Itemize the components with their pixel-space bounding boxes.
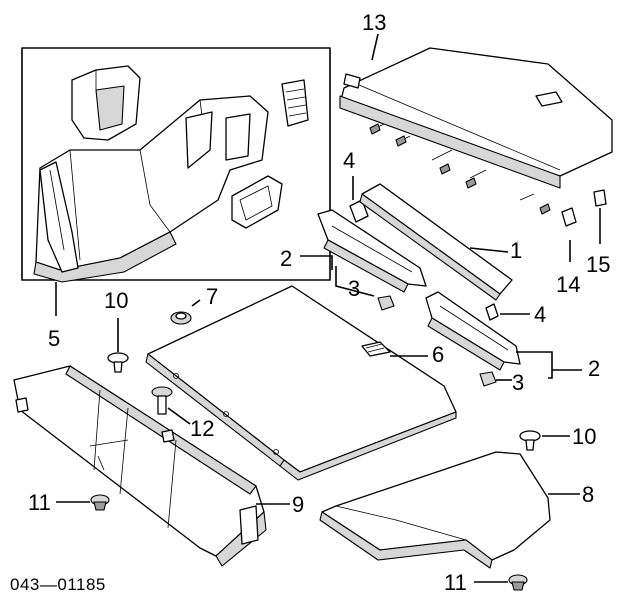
callout-5: 5 bbox=[48, 326, 60, 351]
callout-14: 14 bbox=[556, 272, 580, 297]
part-10-push-clip-left bbox=[107, 352, 129, 373]
leader-2-lower bbox=[516, 351, 582, 379]
callout-8: 8 bbox=[582, 482, 594, 507]
callout-4-lower: 4 bbox=[534, 302, 546, 327]
part-2-side-trim-lower bbox=[425, 291, 521, 371]
part-4-clip-upper bbox=[349, 176, 369, 223]
callout-12: 12 bbox=[190, 416, 214, 441]
callout-15: 15 bbox=[586, 252, 610, 277]
part-15-clip bbox=[593, 189, 607, 207]
callout-4-upper: 4 bbox=[343, 148, 355, 173]
part-10-push-clip-right bbox=[519, 430, 541, 451]
leader-2-upper bbox=[300, 255, 333, 270]
part-4-clip-lower bbox=[485, 303, 499, 321]
callout-9: 9 bbox=[292, 492, 304, 517]
diagram-code: 043—01185 bbox=[10, 575, 106, 594]
callout-10-right: 10 bbox=[572, 424, 596, 449]
part-3-clip-upper bbox=[377, 295, 395, 311]
callout-7: 7 bbox=[206, 284, 218, 309]
part-7-grommet bbox=[170, 311, 192, 325]
part-6-floor-board bbox=[145, 285, 457, 481]
part-8-side-cover bbox=[319, 451, 551, 569]
part-11-clip-left bbox=[90, 494, 110, 511]
callout-2-lower: 2 bbox=[588, 356, 600, 381]
part-13-tonneau-cover bbox=[339, 47, 613, 215]
callout-11-left: 11 bbox=[28, 490, 51, 515]
callout-10-left: 10 bbox=[104, 288, 128, 313]
part-2-side-trim-upper bbox=[317, 209, 427, 293]
callout-2-upper: 2 bbox=[280, 246, 292, 271]
leader-12 bbox=[167, 407, 191, 425]
part-12-pin bbox=[151, 386, 173, 415]
part-9-rear-panel bbox=[13, 365, 267, 567]
callout-3-upper: 3 bbox=[348, 276, 360, 301]
leader-7 bbox=[191, 299, 201, 307]
callout-11-right: 11 bbox=[444, 570, 467, 595]
callout-13: 13 bbox=[362, 10, 386, 35]
callout-3-lower: 3 bbox=[512, 370, 524, 395]
leader-3-upper bbox=[335, 266, 375, 297]
part-3-clip-lower bbox=[479, 371, 497, 387]
leader-1 bbox=[469, 247, 509, 253]
part-11-clip-right bbox=[508, 574, 528, 591]
callout-6: 6 bbox=[432, 342, 444, 367]
part-1-trim-strip bbox=[359, 183, 513, 301]
inset-box-side-trim bbox=[21, 47, 331, 283]
part-14-clip bbox=[561, 207, 577, 227]
leader-13 bbox=[371, 33, 379, 61]
callout-1: 1 bbox=[510, 238, 522, 263]
